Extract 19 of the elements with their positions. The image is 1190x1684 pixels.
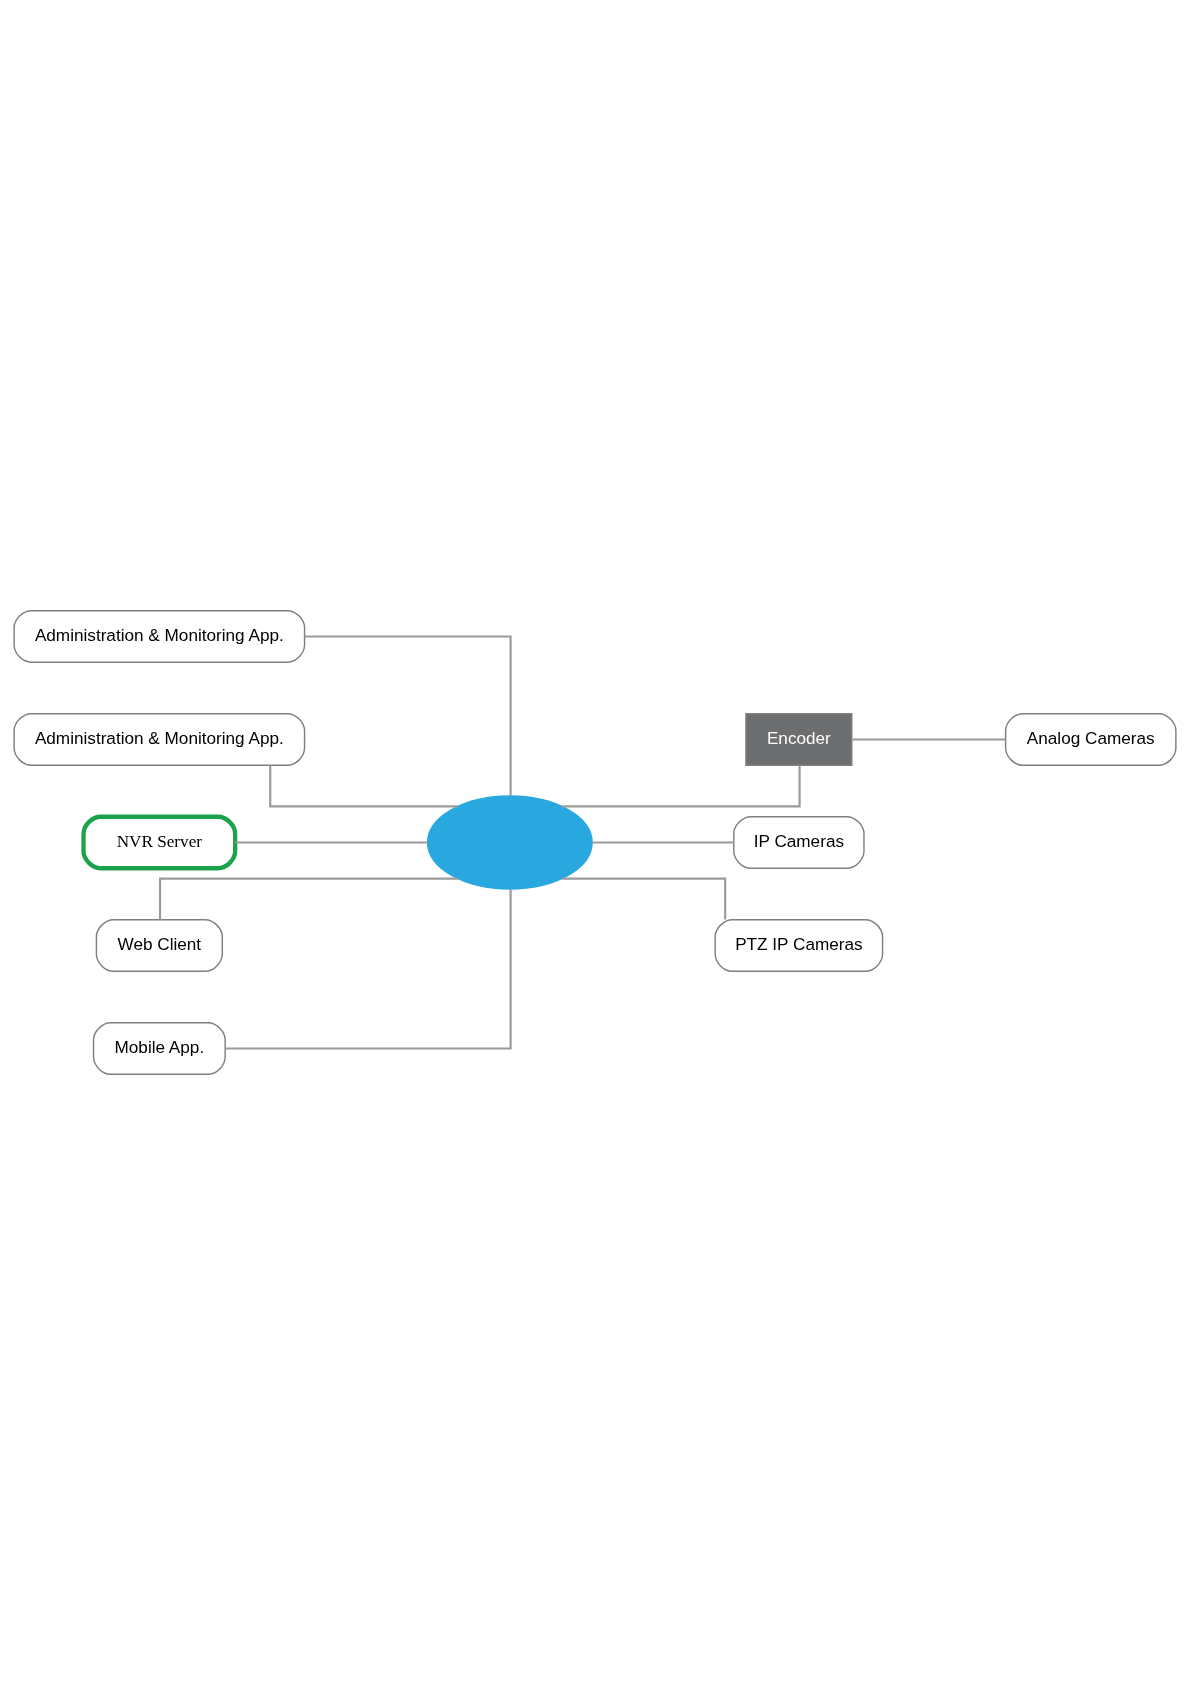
- node-box: IP Cameras: [733, 815, 865, 869]
- node-box: Web Client: [95, 918, 223, 972]
- node-box: Administration & Monitoring App.: [13, 609, 306, 663]
- connector: [561, 765, 801, 807]
- node-box: NVR Server: [81, 814, 238, 870]
- connector: [225, 888, 512, 1050]
- node-cloud: [426, 794, 593, 890]
- node-box: Encoder: [745, 712, 853, 766]
- node-box: Administration & Monitoring App.: [13, 712, 306, 766]
- connector: [304, 634, 512, 796]
- node-box: Analog Cameras: [1004, 712, 1177, 766]
- node-box: Mobile App.: [92, 1021, 226, 1075]
- connector: [852, 737, 1006, 741]
- connector: [269, 765, 458, 807]
- connector: [592, 840, 734, 844]
- connector: [562, 877, 727, 919]
- node-box: PTZ IP Cameras: [714, 918, 884, 972]
- connector: [159, 877, 458, 919]
- connector: [235, 840, 428, 844]
